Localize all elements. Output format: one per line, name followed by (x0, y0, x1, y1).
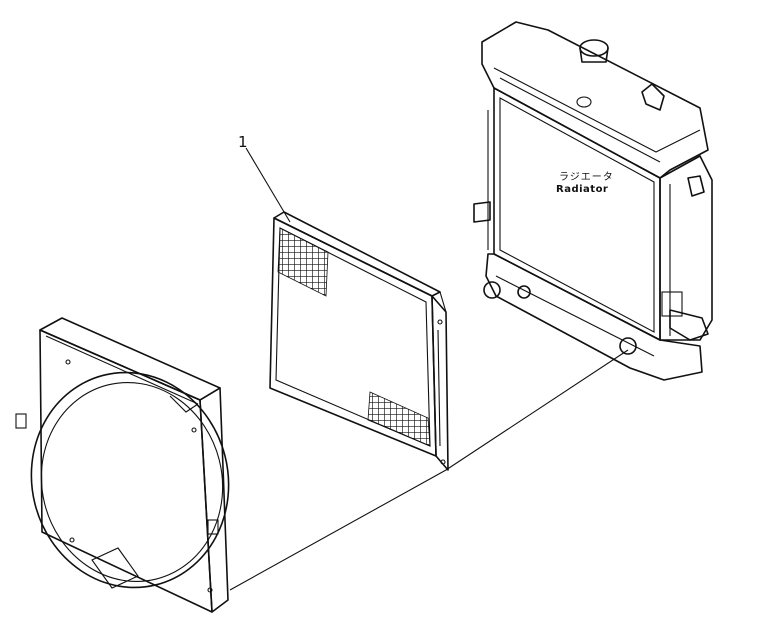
fan-shroud (15, 317, 230, 613)
alignment-line (229, 349, 629, 591)
callout-leader (245, 147, 291, 223)
radiator-label-japanese: ラジエータ (559, 172, 614, 183)
radiator-screen (269, 211, 449, 471)
radiator (473, 21, 713, 381)
callout-number: 1 (238, 133, 248, 151)
radiator-label-english: Radiator (556, 184, 609, 195)
